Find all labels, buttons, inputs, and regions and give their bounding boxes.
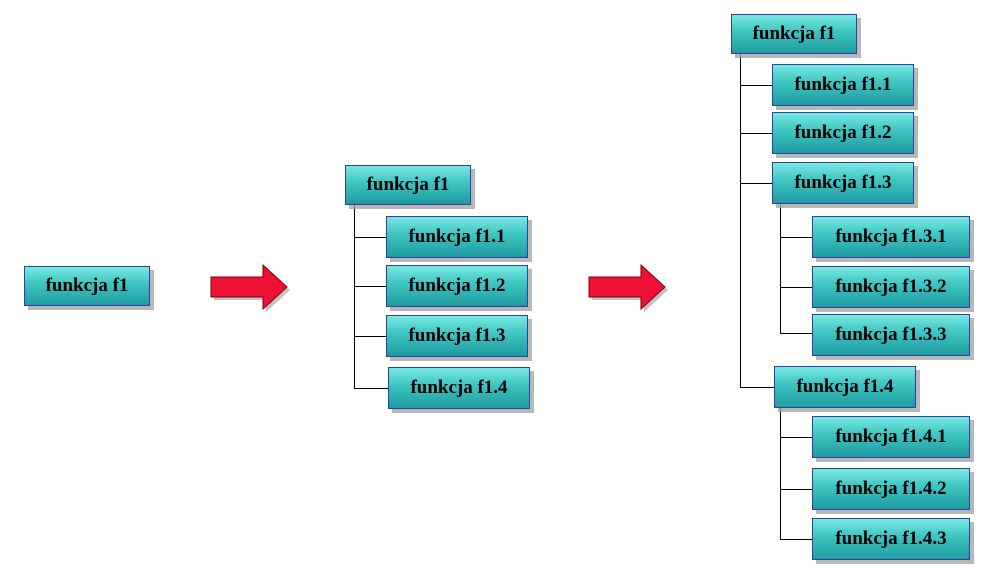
stage2-child-box: funkcja f1.2 — [386, 265, 528, 307]
stage2-branch-line — [354, 286, 386, 287]
f1-4-sub-branch-line — [780, 489, 812, 490]
right-arrow-icon — [210, 263, 290, 312]
stage1-root-box: funkcja f1 — [24, 266, 150, 306]
f1-4-sub-box: funkcja f1.4.2 — [812, 468, 970, 510]
right-arrow-icon — [588, 263, 668, 312]
f1-3-sub-branch-line — [780, 333, 812, 334]
f1-4-sub-box: funkcja f1.4.1 — [812, 416, 970, 458]
stage3-child-box: funkcja f1.1 — [772, 64, 914, 106]
f1-3-sub-box: funkcja f1.3.2 — [812, 266, 970, 308]
stage3-trunk-line — [740, 54, 741, 388]
f1-4-sub-branch-line — [780, 437, 812, 438]
f1-3-sub-branch-line — [780, 237, 812, 238]
stage3-branch-line — [740, 183, 772, 184]
f1-3-sub-box: funkcja f1.3.1 — [812, 216, 970, 258]
f1-4-sub-box: funkcja f1.4.3 — [812, 518, 970, 560]
stage2-child-box: funkcja f1.1 — [386, 216, 528, 258]
f1-4-sub-branch-line — [780, 539, 812, 540]
f1-3-sub-trunk-line — [780, 204, 781, 334]
stage3-child-box: funkcja f1.4 — [774, 366, 916, 408]
stage3-branch-line — [740, 85, 772, 86]
stage3-branch-line — [740, 133, 772, 134]
stage3-child-box: funkcja f1.2 — [772, 112, 914, 154]
stage3-root-box: funkcja f1 — [731, 14, 857, 54]
stage2-child-box: funkcja f1.3 — [386, 315, 528, 357]
stage3-branch-line — [740, 387, 774, 388]
stage2-trunk-line — [354, 205, 355, 389]
stage2-child-box: funkcja f1.4 — [388, 367, 530, 409]
stage2-branch-line — [354, 388, 388, 389]
stage3-child-box: funkcja f1.3 — [772, 162, 914, 204]
f1-4-sub-trunk-line — [780, 408, 781, 540]
stage2-root-box: funkcja f1 — [345, 165, 471, 205]
stage2-branch-line — [354, 237, 386, 238]
stage2-branch-line — [354, 336, 386, 337]
f1-3-sub-box: funkcja f1.3.3 — [812, 314, 970, 356]
f1-3-sub-branch-line — [780, 287, 812, 288]
